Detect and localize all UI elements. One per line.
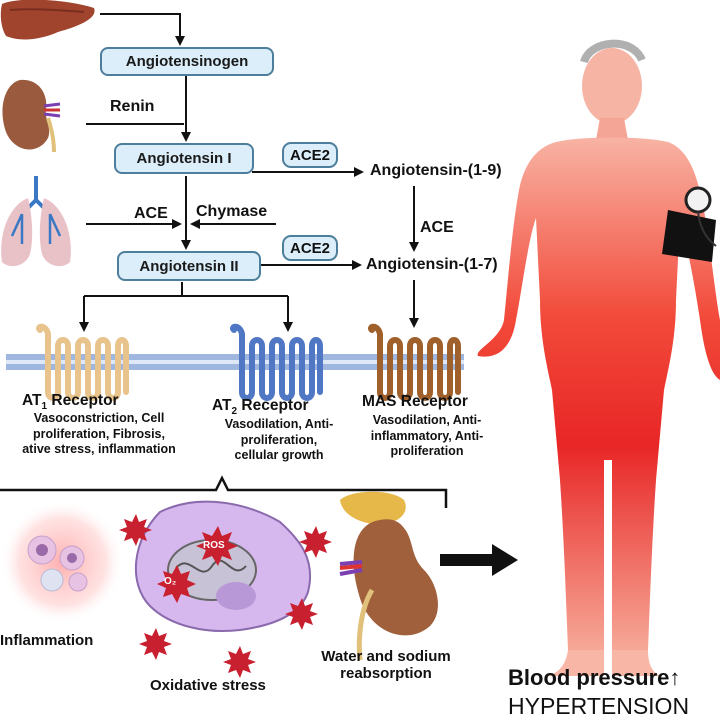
at2-prefix: AT: [212, 397, 232, 414]
mas-effect-line: proliferation: [390, 444, 464, 458]
liver-icon: [0, 0, 95, 40]
oxidative-stress-label: Oxidative stress: [150, 677, 266, 694]
water-sodium-line: Water and sodium: [321, 648, 451, 665]
ace2-bottom-label: ACE2: [289, 239, 330, 257]
at1-effect-line: proliferation, Fibrosis,: [33, 426, 165, 441]
mas-effect-line: inflammatory, Anti-: [370, 428, 484, 443]
mas-receptor-title: MAS Receptor: [362, 393, 468, 410]
outcome-arrow-icon: [440, 544, 518, 576]
angiotensin-ii-label: Angiotensin II: [139, 257, 239, 275]
effects-bracket: [0, 475, 448, 508]
angiotensinogen-box: Angiotensinogen: [100, 47, 274, 76]
pathway-arrows: [79, 13, 419, 332]
inflammation-cells-icon: [0, 500, 124, 624]
ros-label: ROS: [203, 540, 225, 551]
water-sodium-label: Water and sodium reabsorption: [302, 648, 470, 682]
inflammation-label: Inflammation: [0, 632, 94, 649]
angiotensinogen-label: Angiotensinogen: [125, 53, 249, 70]
mas-receptor-icon: [368, 323, 461, 401]
at1-effect-line: ative stress, inflammation: [22, 442, 176, 456]
at2-effect-line: proliferation,: [240, 432, 318, 447]
at2-effect-line: Vasodilation, Anti-: [224, 417, 334, 431]
ace2-bottom-badge: ACE2: [282, 235, 338, 261]
oxidative-stress-cell-icon: [134, 500, 312, 632]
blood-pressure-cuff-icon: [662, 186, 717, 262]
o2-label: O₂: [164, 576, 177, 587]
ace-left-label: ACE: [134, 205, 168, 222]
angiotensin-i-box: Angiotensin I: [114, 143, 254, 174]
angiotensin-ii-box: Angiotensin II: [117, 251, 261, 281]
chymase-label: Chymase: [196, 203, 268, 220]
mas-effects: Vasodilation, Anti- inflammatory, Anti- …: [352, 413, 502, 460]
kidney-reabsorption-icon: [339, 491, 438, 661]
hypertension-label: HYPERTENSION: [508, 693, 690, 719]
lungs-icon: [1, 176, 71, 267]
water-sodium-line: reabsorption: [340, 665, 432, 682]
human-body-icon: [477, 39, 720, 676]
at2-effect-line: cellular growth: [234, 448, 324, 462]
at1-receptor-title: AT1 Receptor: [22, 392, 119, 412]
at1-effects: Vasoconstriction, Cell proliferation, Fi…: [0, 411, 198, 458]
at1-receptor-icon: [36, 323, 129, 401]
at1-suffix: Receptor: [47, 392, 119, 409]
ros-star-icons: [119, 514, 332, 678]
angiotensin-i-label: Angiotensin I: [136, 150, 232, 167]
ace2-top-badge: ACE2: [282, 142, 338, 168]
at2-effects: Vasodilation, Anti- proliferation, cellu…: [205, 417, 353, 464]
at1-prefix: AT: [22, 392, 42, 409]
at1-effect-line: Vasoconstriction, Cell: [33, 411, 165, 425]
at2-suffix: Receptor: [237, 397, 309, 414]
cell-membrane: [6, 354, 464, 370]
angiotensin-1-9-label: Angiotensin-(1-9): [370, 162, 502, 179]
blood-pressure-label: Blood pressure↑: [508, 665, 681, 690]
at1-subscript: 1: [41, 401, 48, 413]
kidney-icon: [2, 79, 61, 153]
at2-receptor-title: AT2 Receptor: [212, 397, 309, 417]
ace-right-label: ACE: [420, 219, 454, 236]
at2-receptor-icon: [230, 323, 323, 401]
at2-subscript: 2: [231, 406, 238, 418]
renin-label: Renin: [110, 98, 155, 115]
ace2-top-label: ACE2: [289, 146, 330, 164]
angiotensin-1-7-label: Angiotensin-(1-7): [366, 256, 498, 273]
mas-effect-line: Vasodilation, Anti-: [372, 413, 482, 427]
